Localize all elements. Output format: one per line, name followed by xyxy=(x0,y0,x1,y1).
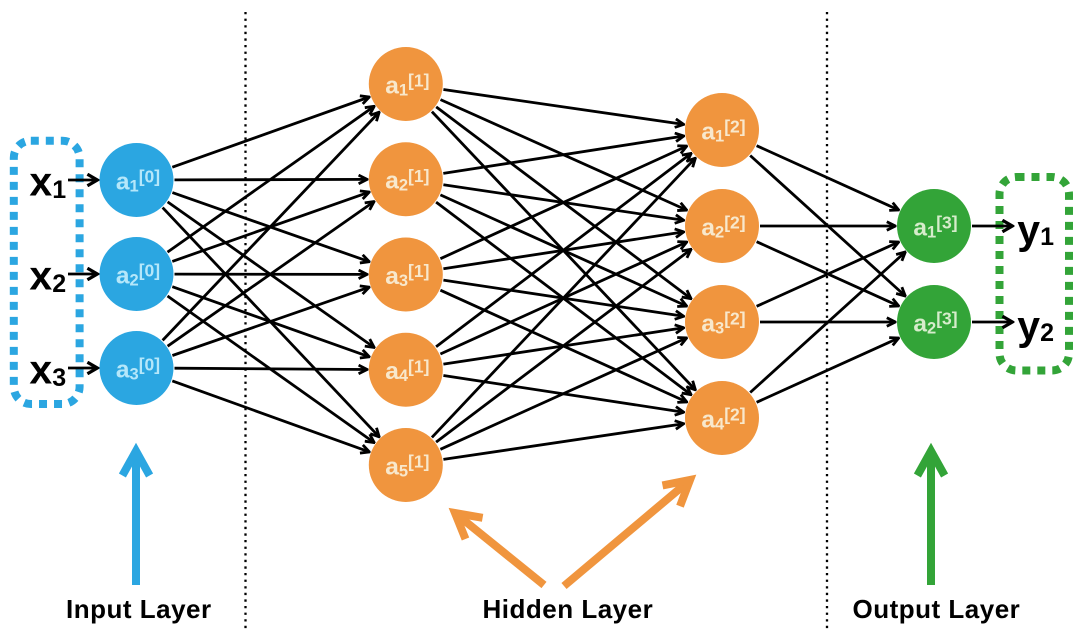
svg-text:Hidden Layer: Hidden Layer xyxy=(483,594,654,624)
svg-text:Output Layer: Output Layer xyxy=(853,594,1021,624)
svg-text:Input Layer: Input Layer xyxy=(66,594,212,624)
